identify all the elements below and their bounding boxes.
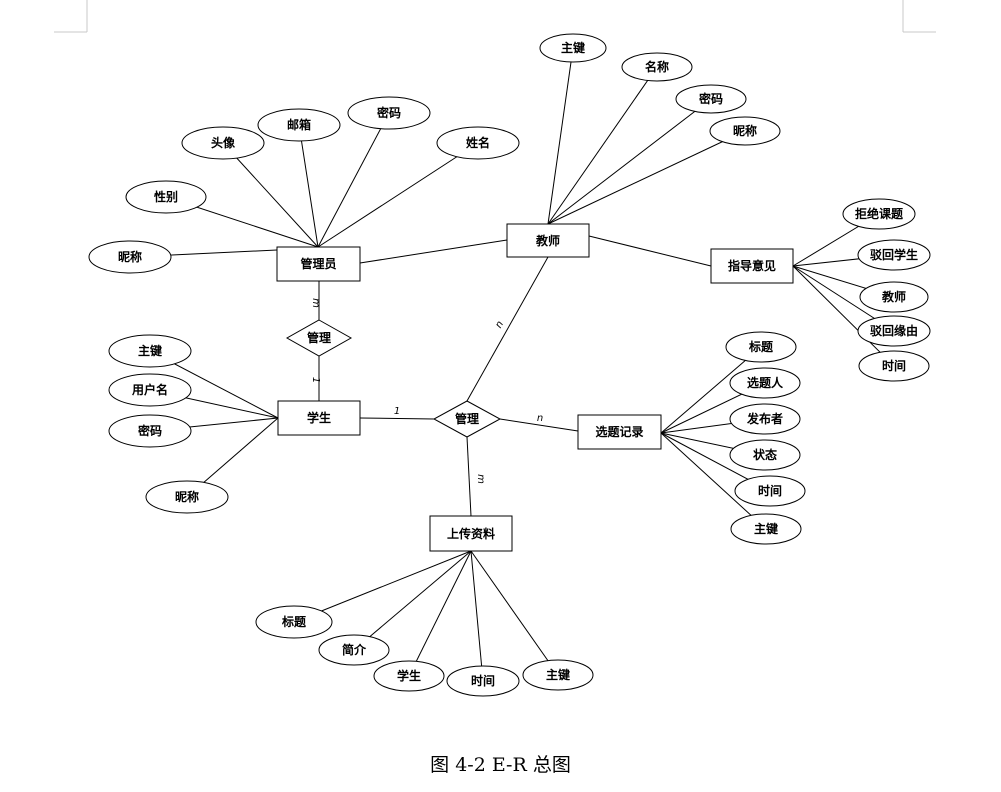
entity-feedback: 指导意见 (710, 248, 794, 284)
attribute-selection-publisher: 发布者 (729, 403, 801, 435)
svg-text:管理: 管理 (307, 330, 331, 345)
svg-text:发布者: 发布者 (746, 411, 783, 426)
svg-text:选题人: 选题人 (747, 375, 784, 390)
svg-text:邮箱: 邮箱 (287, 117, 311, 132)
svg-text:时间: 时间 (758, 483, 782, 498)
svg-text:学生: 学生 (397, 668, 421, 683)
figure-caption: 图 4-2 E-R 总图 (430, 754, 571, 776)
cardinality-upload: m (475, 474, 486, 484)
attribute-teacher-password: 密码 (675, 84, 747, 114)
svg-text:拒绝课题: 拒绝课题 (855, 206, 904, 221)
svg-text:管理: 管理 (455, 411, 479, 426)
entity-teacher: 教师 (506, 223, 590, 258)
svg-text:密码: 密码 (699, 91, 723, 106)
cardinality-teacher: n (493, 319, 506, 330)
svg-text:昵称: 昵称 (175, 489, 199, 504)
svg-text:状态: 状态 (753, 447, 777, 462)
svg-text:姓名: 姓名 (466, 135, 490, 150)
attribute-feedback-reject-reason: 驳回缘由 (857, 315, 931, 347)
svg-text:主键: 主键 (561, 40, 585, 55)
attribute-admin-avatar: 头像 (181, 126, 265, 160)
attribute-selection-time: 时间 (734, 475, 806, 507)
attribute-upload-title: 标题 (255, 605, 333, 639)
cardinality-student: 1 (394, 406, 400, 417)
svg-text:时间: 时间 (882, 358, 906, 373)
attribute-upload-key: 主键 (522, 659, 594, 691)
svg-text:主键: 主键 (546, 667, 570, 682)
attribute-student-password: 密码 (108, 414, 192, 448)
svg-text:管理员: 管理员 (300, 256, 336, 271)
attribute-upload-time: 时间 (446, 665, 520, 697)
attribute-admin-email: 邮箱 (257, 108, 341, 142)
svg-text:教师: 教师 (535, 233, 560, 248)
attribute-feedback-reject-topic: 拒绝课题 (842, 198, 916, 230)
svg-text:昵称: 昵称 (118, 249, 142, 264)
svg-text:驳回学生: 驳回学生 (870, 247, 918, 262)
attribute-selection-chooser: 选题人 (729, 367, 801, 399)
svg-text:选题记录: 选题记录 (595, 424, 643, 439)
attribute-teacher-key: 主键 (539, 33, 607, 63)
svg-text:时间: 时间 (471, 673, 495, 688)
svg-text:密码: 密码 (377, 105, 401, 120)
attribute-student-key: 主键 (108, 334, 192, 368)
attribute-selection-key: 主键 (730, 513, 802, 545)
attribute-feedback-reject-student: 驳回学生 (857, 239, 931, 271)
attribute-selection-status: 状态 (729, 439, 801, 471)
svg-text:头像: 头像 (211, 135, 236, 150)
svg-text:昵称: 昵称 (733, 123, 757, 138)
svg-text:标题: 标题 (748, 339, 774, 354)
svg-text:学生: 学生 (307, 410, 331, 425)
svg-text:主键: 主键 (754, 521, 778, 536)
svg-text:用户名: 用户名 (131, 382, 168, 397)
svg-text:上传资料: 上传资料 (447, 526, 495, 541)
cardinality-selection: n (537, 413, 543, 424)
attribute-student-username: 用户名 (108, 373, 192, 407)
attribute-teacher-title: 名称 (621, 52, 693, 82)
attribute-teacher-nickname: 昵称 (709, 116, 781, 146)
attribute-upload-student: 学生 (373, 660, 445, 692)
entity-selection-record: 选题记录 (577, 414, 662, 450)
cardinality-admin: m (310, 298, 321, 308)
svg-text:性别: 性别 (153, 189, 178, 204)
page-corner-marks (54, 0, 936, 33)
attribute-upload-summary: 简介 (318, 634, 390, 666)
attribute-admin-gender: 性别 (125, 180, 207, 214)
cardinality-student-admin: 1 (310, 377, 321, 383)
attribute-admin-nickname: 昵称 (88, 240, 172, 274)
svg-text:指导意见: 指导意见 (728, 258, 776, 273)
entity-student: 学生 (277, 400, 361, 436)
attribute-feedback-teacher: 教师 (859, 281, 929, 313)
svg-text:标题: 标题 (281, 614, 307, 629)
svg-text:教师: 教师 (881, 289, 906, 304)
connector-lines (129, 47, 895, 682)
svg-text:主键: 主键 (138, 343, 162, 358)
svg-text:名称: 名称 (645, 59, 669, 74)
attribute-student-nickname: 昵称 (145, 480, 229, 514)
entity-upload: 上传资料 (429, 515, 513, 552)
attribute-admin-password: 密码 (347, 96, 431, 130)
svg-text:驳回缘由: 驳回缘由 (870, 323, 918, 338)
attribute-feedback-time: 时间 (858, 350, 930, 382)
entity-admin: 管理员 (276, 246, 361, 282)
svg-text:密码: 密码 (138, 423, 162, 438)
relationship-main: 管理 (432, 400, 502, 438)
relationship-admin-student: 管理 (285, 319, 353, 357)
attribute-admin-name: 姓名 (436, 126, 520, 160)
svg-text:简介: 简介 (342, 642, 367, 657)
attribute-selection-title: 标题 (725, 331, 797, 363)
